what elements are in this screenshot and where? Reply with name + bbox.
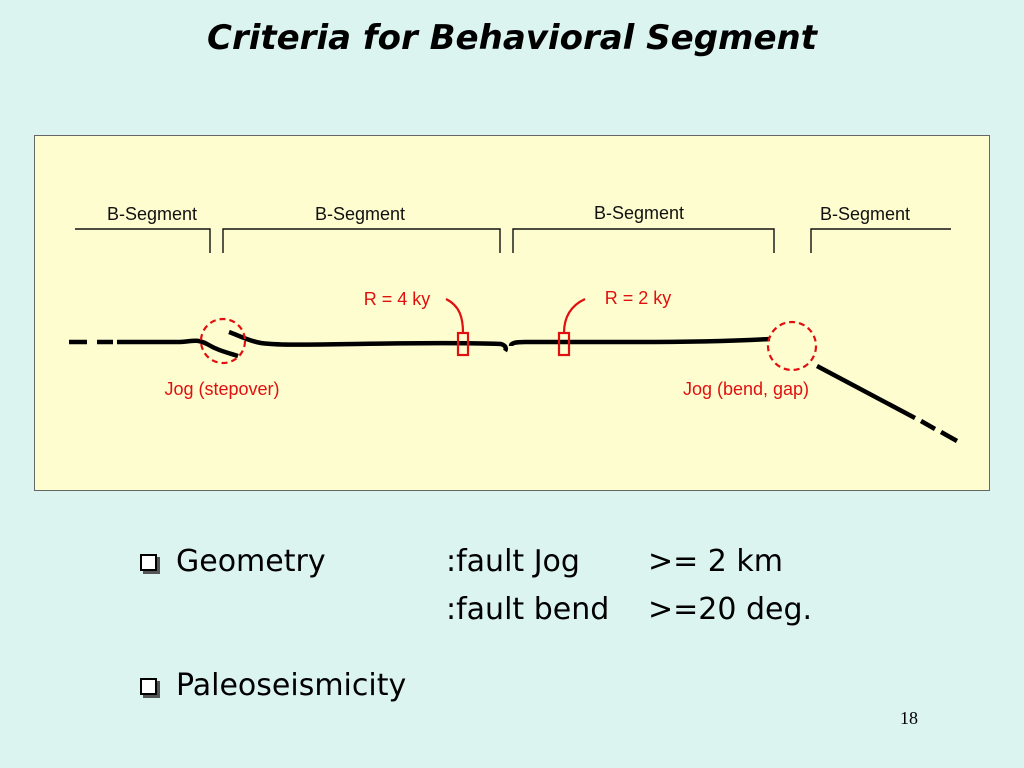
segment-bracket-4 <box>810 228 951 253</box>
slide-title: Criteria for Behavioral Segment <box>207 18 817 58</box>
fault-trace-4 <box>815 364 917 420</box>
jog-bend-circle <box>766 320 818 372</box>
criteria-row-value: >=20 deg. <box>648 592 813 627</box>
criteria-geometry-label: Geometry <box>176 544 326 579</box>
recurrence-label-1: R = 4 ky <box>364 289 431 309</box>
segment-bracket-1 <box>75 228 211 253</box>
jog-stepover-label: Jog (stepover) <box>164 379 279 399</box>
checkbox-icon <box>140 554 157 571</box>
segment-bracket-2 <box>222 228 501 253</box>
fault-dash-right-2 <box>939 430 959 443</box>
fault-diagram: B-Segment B-Segment B-Segment B-Segment … <box>34 135 990 491</box>
segment-brackets <box>75 228 951 253</box>
segment-bracket-3 <box>512 228 775 253</box>
segment-label-4: B-Segment <box>820 204 910 224</box>
leader-line-r2 <box>562 298 586 334</box>
fault-trace-1 <box>117 338 239 359</box>
jog-bend-label: Jog (bend, gap) <box>683 379 809 399</box>
criteria-paleo-label: Paleoseismicity <box>176 668 407 703</box>
recurrence-label-2: R = 2 ky <box>605 288 672 308</box>
criteria-row-name: :fault Jog <box>446 544 580 579</box>
fault-traces <box>69 329 959 443</box>
jog-stepover-circle <box>199 317 247 365</box>
page-number: 18 <box>900 708 918 728</box>
segment-label-2: B-Segment <box>315 204 405 224</box>
leader-line-r1 <box>445 298 465 334</box>
fault-trace-2 <box>228 329 509 353</box>
criteria-row-value: >= 2 km <box>648 544 784 579</box>
segment-label-3: B-Segment <box>594 203 684 223</box>
checkbox-icon <box>140 678 157 695</box>
criteria-row-name: :fault bend <box>446 592 610 627</box>
segment-label-1: B-Segment <box>107 204 197 224</box>
fault-dash-right-1 <box>919 419 937 431</box>
fault-trace-3 <box>508 336 771 347</box>
fault-diagram-svg: B-Segment B-Segment B-Segment B-Segment … <box>69 203 959 443</box>
